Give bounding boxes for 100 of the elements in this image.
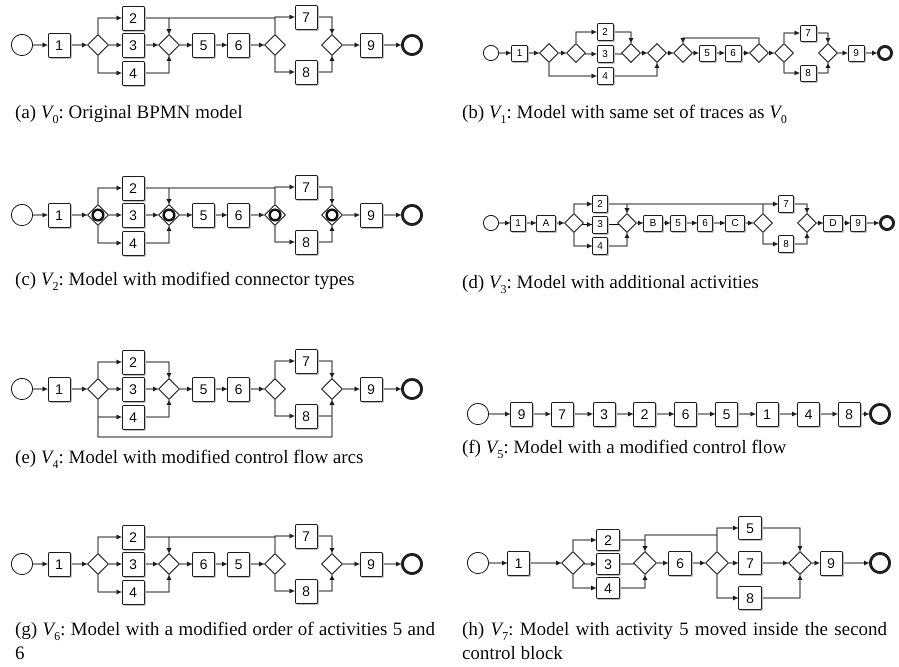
task-label: 9: [367, 207, 375, 223]
gateway-diamond: [564, 213, 584, 233]
task-box: [778, 195, 794, 213]
task-label: 4: [804, 406, 812, 422]
task-box: [122, 176, 144, 200]
sequence-flow-arrow: [317, 226, 334, 242]
task-label: D: [829, 218, 837, 228]
task-label: 9: [855, 218, 861, 228]
task-label: 8: [302, 234, 310, 250]
sequence-flow-arrow: [624, 204, 764, 214]
sequence-flow-arrow: [317, 360, 334, 378]
sequence-flow-arrow: [615, 412, 634, 416]
start-event-circle: [11, 553, 33, 575]
task-box: [510, 214, 526, 232]
sequence-flow-arrow: [250, 212, 264, 218]
gateway-diamond: [321, 553, 343, 575]
task-box: [724, 44, 742, 62]
figure-caption: (c) V$_{2}$: Model with modified connector types: [15, 268, 356, 292]
sequence-flow-arrow: [530, 560, 562, 566]
sequence-flow-arrow: [274, 226, 295, 244]
task-box: [192, 202, 215, 228]
task-label: 9: [853, 48, 859, 58]
task-box: [227, 376, 250, 402]
task-label: A: [542, 218, 550, 228]
task-box: [360, 202, 382, 228]
task-label: 7: [783, 198, 789, 210]
task-label: 8: [845, 406, 853, 422]
task-box: [850, 214, 866, 232]
task-label: 3: [129, 207, 137, 223]
inclusive-gateway-diamond: [321, 204, 343, 226]
task-box: [670, 214, 686, 232]
task-label: 4: [597, 240, 603, 252]
task-box: [294, 524, 318, 548]
gateway-diamond: [788, 551, 812, 575]
sequence-flow-arrow: [144, 226, 172, 244]
sequence-flow-arrow: [762, 574, 802, 598]
gateway-diamond: [818, 43, 838, 63]
task-label: 5: [675, 218, 681, 228]
gateway-diamond: [753, 213, 773, 233]
sequence-flow-arrow: [98, 534, 122, 554]
task-label: 1: [55, 37, 63, 53]
inclusive-gateway-diamond: [158, 204, 180, 226]
sequence-flow-arrow: [608, 232, 630, 246]
task-box: [820, 550, 842, 576]
sequence-flow-arrow: [144, 56, 172, 74]
sequence-flow-arrow: [842, 220, 850, 226]
task-box: [738, 516, 762, 540]
task-label: 1: [516, 48, 522, 58]
sequence-flow-arrow: [317, 574, 334, 592]
end-event-circle: [869, 552, 891, 574]
task-box: [823, 214, 843, 232]
task-box: [122, 32, 144, 58]
task-box: [294, 404, 318, 428]
sequence-flow-arrow: [488, 412, 510, 416]
task-label: 1: [763, 406, 771, 422]
sequence-flow-arrow: [274, 400, 295, 418]
task-label: 9: [367, 37, 375, 53]
task-label: 3: [129, 381, 137, 397]
sequence-flow-arrow: [250, 562, 264, 566]
sequence-flow-arrow: [728, 560, 738, 566]
start-event-circle: [11, 34, 33, 56]
task-box: [360, 32, 382, 58]
sequence-flow-arrow: [488, 560, 508, 566]
task-label: 7: [746, 555, 754, 571]
task-box: [122, 524, 144, 550]
gateway-diamond: [158, 553, 180, 575]
task-label: 3: [602, 48, 608, 60]
task-label: 2: [602, 26, 608, 38]
sequence-flow-arrow: [108, 386, 122, 392]
gateway-diamond: [797, 213, 817, 233]
task-box: [592, 402, 616, 426]
sequence-flow-arrow: [32, 386, 48, 392]
task-box: [294, 578, 318, 604]
sequence-flow-arrow: [860, 412, 870, 416]
task-label: 1: [55, 381, 63, 397]
sequence-flow-arrow: [274, 358, 295, 378]
task-box: [507, 550, 530, 576]
sequence-flow-arrow: [613, 32, 634, 44]
sequence-flow-arrow: [250, 386, 264, 392]
figure-caption: (h) V$_{7}$: Model with activity 5 moved inside the second control block: [462, 618, 887, 666]
start-event-circle: [467, 403, 489, 425]
sequence-flow-arrow: [498, 50, 512, 56]
task-box: [674, 402, 697, 426]
task-box: [592, 195, 608, 213]
figure-caption: (a) V$_{0}$: Original BPMN model: [15, 101, 244, 125]
task-label: 6: [234, 37, 242, 53]
sequence-flow-arrow: [342, 42, 360, 48]
end-event-circle: [401, 553, 423, 575]
task-box: [596, 23, 614, 41]
sequence-flow-arrow: [696, 412, 716, 416]
sequence-flow-arrow: [70, 562, 88, 566]
sequence-flow-arrow: [613, 62, 660, 76]
sequence-flow-arrow: [144, 42, 158, 48]
sequence-flow-arrow: [144, 400, 172, 418]
gateway-diamond: [633, 551, 657, 575]
sequence-flow-arrow: [572, 538, 596, 552]
task-label: 6: [200, 556, 208, 572]
task-label: 4: [604, 580, 612, 596]
task-label: 7: [302, 179, 310, 195]
task-box: [122, 60, 144, 86]
